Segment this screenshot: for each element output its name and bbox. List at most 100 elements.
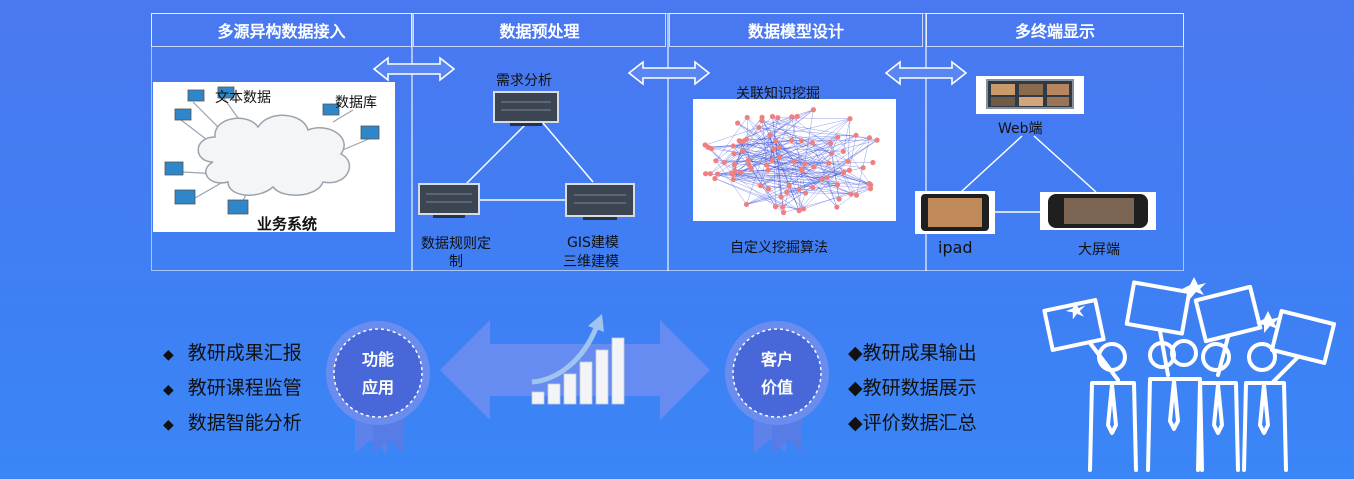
network-edge <box>760 168 802 186</box>
network-node <box>712 175 718 182</box>
network-node <box>746 162 752 168</box>
network-node <box>702 142 708 148</box>
business-system-label: 业务系统 <box>257 215 318 233</box>
network-edge <box>775 139 878 207</box>
network-node <box>840 170 847 176</box>
network-node <box>730 143 736 149</box>
network-node <box>731 151 737 157</box>
network-node <box>846 167 853 173</box>
network-node <box>836 196 842 202</box>
rule-monitor-icon <box>418 183 480 215</box>
network-edge <box>711 148 725 163</box>
network-edge <box>705 144 870 184</box>
mining-label: 关联知识挖掘 <box>736 86 820 102</box>
network-edge <box>767 142 831 171</box>
network-node <box>764 162 770 168</box>
network-edge <box>733 145 857 196</box>
network-edge <box>742 150 795 162</box>
network-edge <box>715 160 747 205</box>
network-edge <box>772 116 831 144</box>
network-node <box>735 120 741 126</box>
network-edge <box>813 136 838 168</box>
network-edge <box>775 140 840 200</box>
network-edge <box>801 140 857 196</box>
network-edge <box>791 116 806 194</box>
network-edge <box>775 140 805 165</box>
network-graph <box>702 107 880 216</box>
web-screen-image <box>976 76 1084 114</box>
column-header-source: 多源异构数据接入 <box>151 13 412 47</box>
network-edge <box>734 117 779 165</box>
network-edge <box>760 118 851 186</box>
network-node <box>776 144 782 151</box>
network-node <box>757 183 764 189</box>
network-node <box>824 175 830 181</box>
network-node <box>713 158 719 164</box>
function-item: ◆数据智能分析 <box>163 412 302 434</box>
growth-chart-icon <box>531 314 625 405</box>
network-edge <box>733 161 795 180</box>
network-edge <box>746 151 844 205</box>
text-data-label: 文本数据 <box>215 90 271 106</box>
threed-label: 三维建模 <box>563 254 619 270</box>
network-edge <box>778 147 870 184</box>
monitor-stand <box>583 217 617 220</box>
screen-label: 大屏端 <box>1078 242 1120 258</box>
network-node <box>778 194 784 200</box>
network-node <box>780 204 786 210</box>
network-node <box>745 157 751 163</box>
divider-2 <box>667 13 669 271</box>
function-badge-label: 功能 应用 <box>361 350 394 397</box>
network-edge <box>775 141 784 213</box>
web-label: Web端 <box>998 121 1043 137</box>
network-edge <box>731 173 851 195</box>
network-edge <box>775 140 795 162</box>
network-edge <box>794 161 800 190</box>
network-edge <box>766 164 828 178</box>
network-edge <box>717 116 798 175</box>
network-edge <box>766 164 803 172</box>
gis-monitor-icon <box>565 183 635 217</box>
network-edge <box>773 148 870 184</box>
network-edge <box>746 139 792 141</box>
network-node <box>788 137 795 144</box>
network-edge <box>733 179 871 186</box>
network-node <box>811 164 817 170</box>
network-node <box>736 138 742 144</box>
network-node <box>765 186 772 192</box>
display-triangle <box>960 135 1097 213</box>
network-edge <box>812 142 838 208</box>
network-node <box>786 183 792 189</box>
network-edge <box>849 135 857 171</box>
monitor-stand <box>433 215 465 218</box>
network-node <box>789 114 795 120</box>
monitor-stand <box>510 123 542 126</box>
network-node <box>853 132 859 138</box>
double-arrow-icon <box>884 60 968 86</box>
value-badge-icon <box>725 321 829 453</box>
network-node <box>767 132 773 138</box>
network-node <box>780 209 787 216</box>
network-edge <box>804 109 814 164</box>
value-item: ◆教研数据展示 <box>848 377 977 399</box>
network-node <box>769 113 776 120</box>
network-edge <box>847 118 851 162</box>
network-node <box>796 208 802 214</box>
divider-1 <box>411 13 413 271</box>
function-item: ◆教研成果汇报 <box>163 342 302 364</box>
network-node <box>771 146 777 152</box>
network-edge <box>740 118 851 173</box>
network-node <box>866 135 873 141</box>
network-node <box>835 134 841 140</box>
cloud-network-icon <box>164 86 380 215</box>
network-edge <box>742 150 804 209</box>
network-edge <box>768 166 814 171</box>
network-edge <box>769 134 782 198</box>
network-node <box>840 148 846 155</box>
network-node <box>800 206 807 212</box>
network-edge <box>821 137 838 180</box>
network-node <box>866 181 873 187</box>
network-node <box>721 159 727 166</box>
network-edge <box>837 136 871 186</box>
network-node <box>743 136 750 142</box>
